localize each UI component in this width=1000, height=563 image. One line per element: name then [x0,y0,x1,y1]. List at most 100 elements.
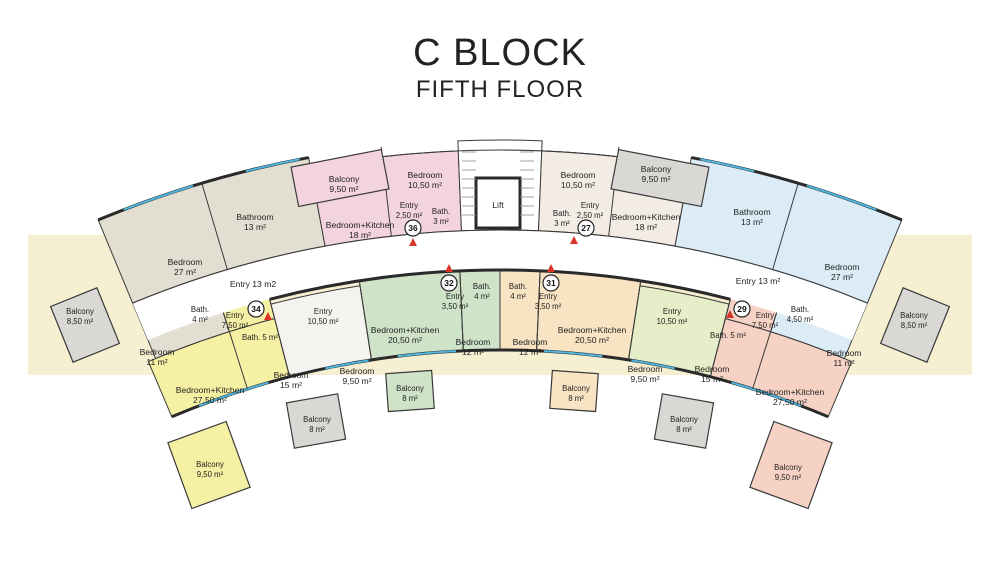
room-label-line: 4 m² [192,315,208,324]
room-label-line: 12 m² [519,347,541,357]
room-label-pcBath: Bath.4 m² [509,282,527,301]
room-label-saBath: Bath.4,50 m² [787,305,814,324]
room-label-line: Bedroom [695,364,730,374]
room-label-line: Bedroom [140,347,175,357]
room-label-line: 9,50 m² [630,374,659,384]
balcony-right-upper [610,148,710,208]
room-label-line: Bath. [473,282,491,291]
room-label-line: 11 m² [146,357,167,367]
partition-upper-3 [772,183,799,270]
unit-number-label: 34 [251,304,261,314]
room-label-line: Bath. [432,207,450,216]
room-label-line: Balcony [670,415,698,424]
lift-shaft [474,176,522,230]
room-label-line: Entry [226,311,244,320]
page-subtitle: FIFTH FLOOR [415,76,585,103]
room-label-pinkBath: Bath.3 m² [432,207,450,226]
entry-marker-0 [409,238,417,246]
room-label-line: Entry [539,292,557,301]
room-label-line: Balcony [641,164,672,174]
room-label-grayEntry: Entry 13 m2 [230,279,277,289]
room-label-line: 4,50 m² [787,315,814,324]
window-3 [806,184,877,211]
room-label-line: 10,50 m² [561,180,595,190]
room-label-line: 8 m² [568,394,584,403]
unit-number-badge [577,219,595,237]
room-label-whBath: Bath. 5 m² [242,333,278,342]
unit-number-badge [404,219,422,237]
room-label-line: 10,50 m² [657,317,688,326]
unit-number-badge [247,300,265,318]
room-label-line: Bedroom+Kitchen [176,385,245,395]
room-label-line: Entry [314,307,332,316]
room-label-line: 8 m² [402,394,418,403]
room-label-line: Bedroom [513,337,548,347]
room-label-line: 9,50 m² [197,470,224,479]
room-label-line: 10,50 m² [408,180,442,190]
room-label-line: Balcony [196,460,224,469]
room-label-line: 7,50 m² [222,321,249,330]
partition-lower-2 [358,280,372,360]
room-label-line: 9,50 m² [775,473,802,482]
room-label-line: 27,50 m² [773,397,807,407]
room-label-line: Entry [756,311,774,320]
unit-number-label: 36 [408,223,418,233]
room-label-line: Bathroom [733,207,770,217]
room-label-line: 27 m² [174,267,196,277]
balcony-right-blue [879,287,951,363]
window-9 [731,381,802,407]
balcony-green [385,369,435,413]
room-label-line: 3,50 m² [442,302,469,311]
page-title: C BLOCK [413,32,587,74]
room-label-bpBath: Bath.3 m² [553,209,571,228]
corridor-wall-outer [132,229,868,304]
lift-label: Lift [492,200,504,210]
unit-number-badge [440,274,458,292]
room-label-line: 13 m² [741,217,763,227]
room-label-line: 3 m² [433,217,449,226]
room-label-line: 15 m² [701,374,723,384]
partition-lower-3 [459,270,464,351]
room-label-line: Bedroom [408,170,443,180]
partition-upper-0 [201,183,228,270]
room-label-line: Bath. [509,282,527,291]
room-label-line: Balcony [329,174,360,184]
balcony-left-gray [49,287,121,363]
balcony-lime [653,393,715,449]
window-4 [198,381,269,407]
partition-lower-7 [709,299,731,377]
room-label-line: 9,50 m² [342,376,371,386]
room-label-line: 11 m² [833,358,854,368]
room-label-line: Bedroom+Kitchen [326,220,395,230]
entry-marker-1 [570,236,578,244]
room-label-line: Bedroom [340,366,375,376]
window-7 [543,350,603,358]
room-label-line: 13 m² [244,222,266,232]
room-label-line: 8,50 m² [901,321,928,330]
corridor [132,230,868,341]
room-label-grBath: Bath.4 m² [473,282,491,301]
unit-number-label: 27 [581,223,591,233]
room-label-line: Bedroom [274,370,309,380]
